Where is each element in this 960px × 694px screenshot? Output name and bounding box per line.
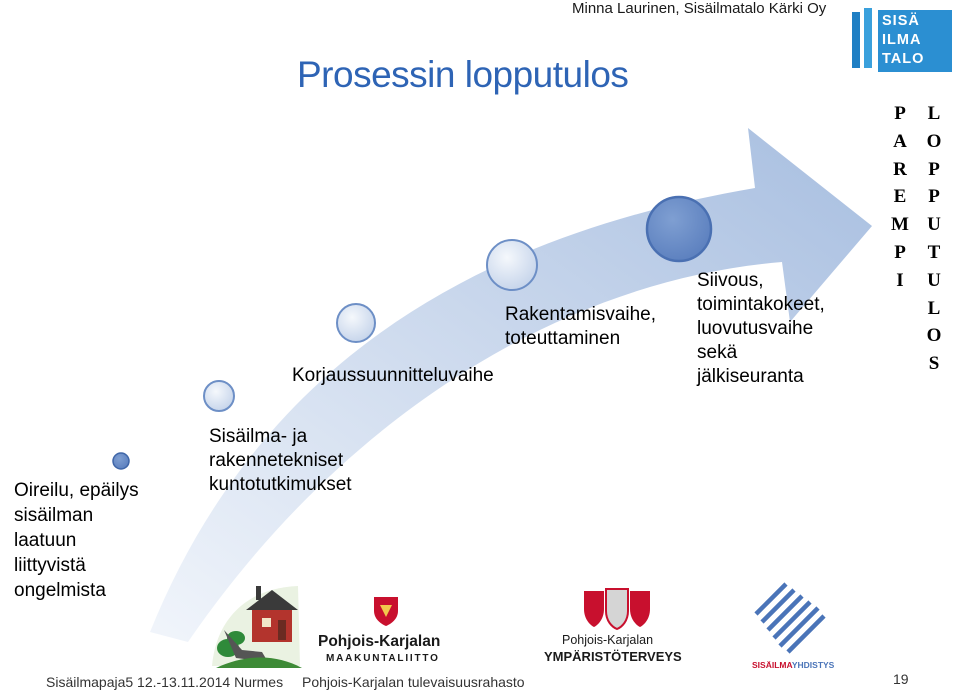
footer-event: Sisäilmapaja5 12.-13.11.2014 Nurmes — [46, 674, 284, 690]
letter: L — [927, 297, 941, 319]
letter: P — [894, 103, 906, 124]
region-shields-icon — [584, 588, 650, 631]
letter: S — [928, 353, 940, 375]
step-dot-1 — [112, 452, 130, 470]
logo-word-3: TALO — [882, 51, 925, 67]
page-number: 19 — [893, 671, 909, 687]
logo-word-1: SISÄ — [882, 13, 920, 29]
sisailmayhdistys-part1: SISÄILMA — [752, 660, 792, 670]
letter: U — [927, 214, 941, 236]
maakuntaliitto-line2: MAAKUNTALIITTO — [326, 653, 440, 664]
letter: L — [927, 103, 941, 124]
maakuntaliitto-line1: Pohjois-Karjalan — [318, 633, 441, 650]
letter: R — [893, 158, 907, 180]
logo-word-2: ILMA — [882, 32, 922, 48]
letter: P — [928, 158, 940, 180]
vertical-word-lopputulos: L O P P U T U L O S — [920, 100, 948, 378]
letter: P — [928, 186, 940, 208]
step-label-2: Sisäilma- ja rakennetekniset kuntotutkim… — [209, 426, 352, 495]
author-line: Minna Laurinen, Sisäilmatalo Kärki Oy — [572, 0, 827, 17]
letter: O — [926, 130, 942, 152]
letter: M — [891, 214, 909, 236]
letter: E — [893, 186, 907, 208]
vertical-word-parempi: P A R E M P I — [886, 100, 914, 295]
ymparistoterveys-line1: Pohjois-Karjalan — [562, 633, 654, 647]
wolf-house-illustration — [212, 586, 302, 668]
ymparistoterveys-line2: YMPÄRISTÖTERVEYS — [544, 649, 682, 664]
sisailmatalo-logo-mark — [852, 8, 952, 72]
page-title: Prosessin lopputulos — [297, 54, 629, 95]
letter: O — [926, 325, 942, 347]
footer-funding: Pohjois-Karjalan tulevaisuusrahasto — [302, 674, 525, 690]
letter: A — [893, 130, 907, 152]
ymparistoterveys-logo: Pohjois-Karjalan YMPÄRISTÖTERVEYS — [540, 583, 690, 669]
step-label-4: Rakentamisvaihe, toteuttaminen — [505, 304, 657, 349]
step-dot-2 — [203, 380, 235, 412]
sisailmayhdistys-mark — [754, 582, 826, 654]
letter: P — [894, 241, 906, 263]
step-label-1: Oireilu, epäilys sisäilman laatuun liitt… — [14, 480, 139, 601]
maakuntaliitto-logo: Pohjois-Karjalan MAAKUNTALIITTO — [314, 585, 456, 671]
sisailmayhdistys-logo: SISÄILMAYHDISTYS — [746, 580, 866, 670]
step-label-5: Siivous, toimintakokeet, luovutusvaihe s… — [697, 270, 825, 387]
coat-of-arms-icon — [374, 597, 398, 626]
letter: T — [927, 241, 941, 263]
step-dot-3 — [336, 303, 376, 343]
letter: I — [896, 269, 904, 291]
step-label-3: Korjaussuunnitteluvaihe — [292, 365, 494, 386]
letter: U — [927, 269, 941, 291]
step-dot-4 — [486, 239, 538, 291]
sisailmatalo-logo: SISÄ ILMA TALO — [852, 8, 952, 74]
sisailmayhdistys-part2: YHDISTYS — [791, 660, 835, 670]
step-dot-5 — [645, 195, 713, 263]
